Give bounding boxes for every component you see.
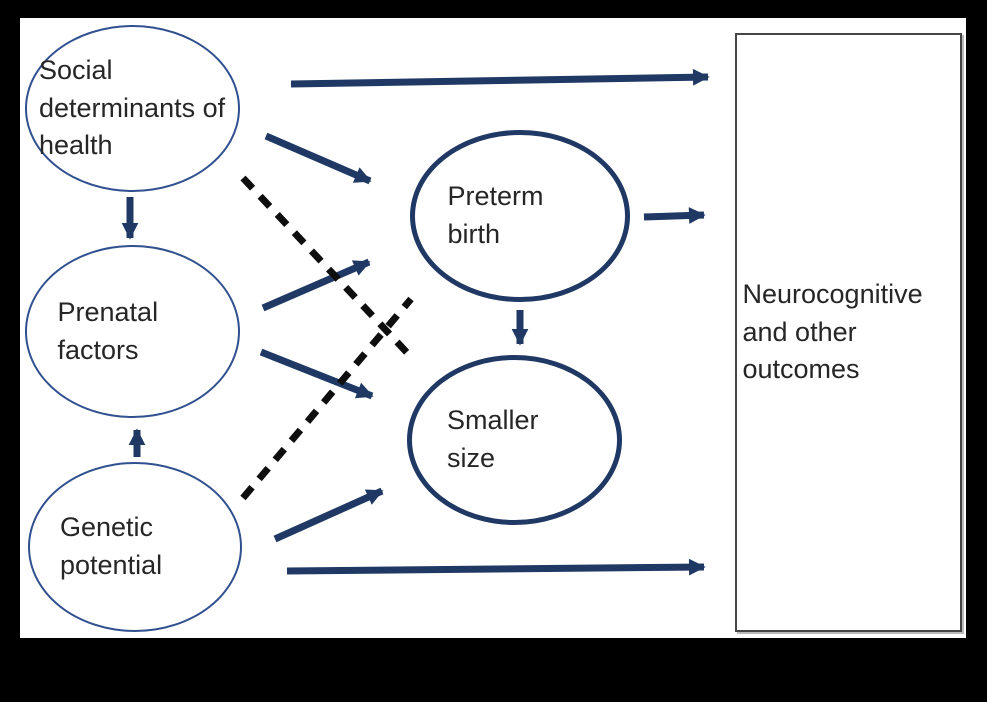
node-genetic-potential: Genetic potential: [28, 462, 242, 632]
node-prenatal-factors-label: Prenatal factors: [57, 296, 159, 365]
node-preterm-birth-label: Preterm birth: [447, 181, 544, 249]
node-genetic-potential-label: Genetic potential: [60, 512, 163, 580]
node-social-determinants-label: Social determinants of health: [39, 54, 226, 161]
node-prenatal-factors: Prenatal factors: [25, 245, 240, 418]
node-smaller-size-label: Smaller size: [447, 405, 539, 473]
node-social-determinants: Social determinants of health: [25, 25, 240, 192]
node-neurocognitive-outcomes-label: Neurocognitive and other outcomes: [742, 278, 923, 385]
node-neurocognitive-outcomes: Neurocognitive and other outcomes: [735, 33, 962, 632]
node-smaller-size: Smaller size: [407, 355, 622, 525]
node-preterm-birth: Preterm birth: [410, 130, 630, 302]
